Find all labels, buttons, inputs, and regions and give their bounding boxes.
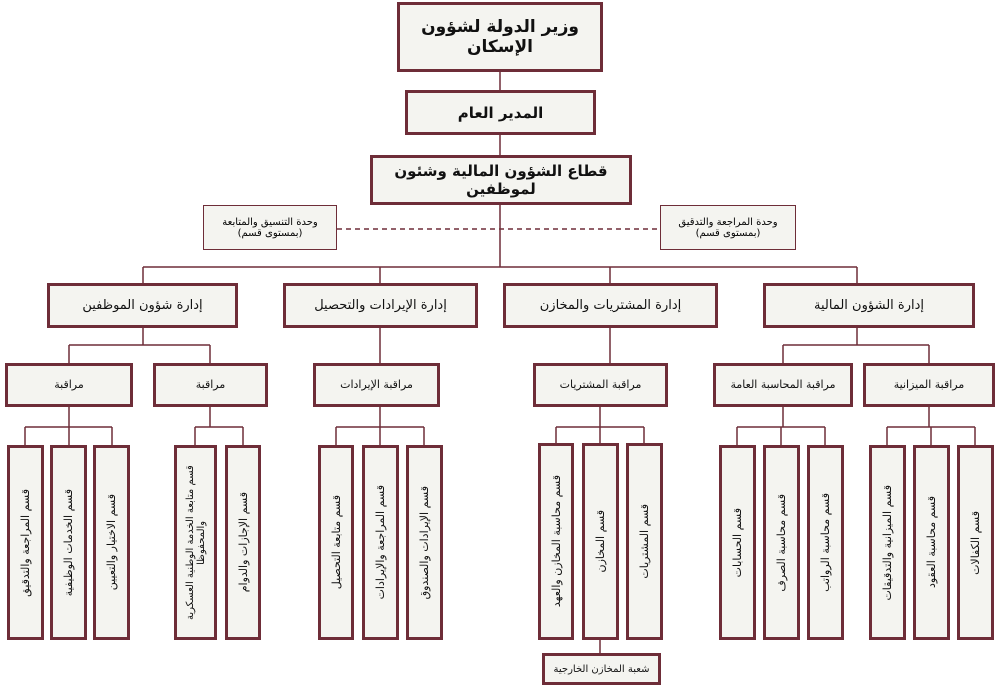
unit-name: وحدة المراجعة والتدقيق <box>678 216 778 228</box>
section-box: قسم الخدمات الوظيفية <box>50 445 87 640</box>
unit-note: (بمستوى قسم) <box>695 227 761 239</box>
section-label: قسم الحسابات <box>731 507 744 578</box>
unit-name: وحدة التنسيق والمتابعة <box>222 216 318 228</box>
section-box: قسم المراجعة والإيرادات <box>362 445 399 640</box>
section-label: قسم الإيرادات والصندوق <box>418 485 431 600</box>
section-label: قسم متابعة التحصيل <box>329 495 343 590</box>
section-box: قسم المخازن <box>582 443 619 640</box>
control-label: مراقبة الإيرادات <box>340 377 413 391</box>
section-label: قسم الميزانية والتدقيقات <box>881 484 894 601</box>
department-box: إدارة الشؤون المالية <box>763 283 975 328</box>
department-label: إدارة الشؤون المالية <box>814 298 924 313</box>
section-label: قسم المخازن <box>594 510 607 573</box>
control-label: مراقبة <box>195 377 226 391</box>
unit-note: (بمستوى قسم) <box>237 227 303 239</box>
director-label: المدير العام <box>457 103 544 122</box>
unit-coordination: وحدة التنسيق والمتابعة(بمستوى قسم) <box>203 205 337 250</box>
control-box: مراقبة المحاسبة العامة <box>713 363 853 407</box>
section-label: قسم متابعة الخدمة الوطنية العسكرية والمح… <box>184 465 207 620</box>
branch-box: شعبة المخازن الخارجية <box>542 653 661 685</box>
section-box: قسم الميزانية والتدقيقات <box>869 445 906 640</box>
section-label: قسم محاسبة العقود <box>925 496 938 589</box>
minister-label: وزير الدولة لشؤون الإسكان <box>421 17 579 57</box>
department-box: إدارة الإيرادات والتحصيل <box>283 283 478 328</box>
director-box: المدير العام <box>405 90 596 135</box>
section-label: قسم الإجازات والدوام <box>236 492 250 593</box>
section-label: قسم محاسبة المخازن والعهد <box>549 475 563 608</box>
department-label: إدارة المشتريات والمخازن <box>539 298 682 313</box>
section-box: قسم المراجعة والتدقيق <box>7 445 44 640</box>
section-box: قسم محاسبة الرواتب <box>807 445 844 640</box>
section-box: قسم المشتريات <box>626 443 663 640</box>
department-label: إدارة شؤون الموظفين <box>82 298 203 313</box>
unit-audit: وحدة المراجعة والتدقيق(بمستوى قسم) <box>660 205 796 250</box>
minister-box: وزير الدولة لشؤون الإسكان <box>397 2 603 72</box>
section-box: قسم متابعة الخدمة الوطنية العسكرية والمح… <box>174 445 217 640</box>
section-box: قسم الحسابات <box>719 445 756 640</box>
control-box: مراقبة الميزانية <box>863 363 995 407</box>
control-box: مراقبة <box>5 363 133 407</box>
control-label: مراقبة <box>54 377 84 391</box>
section-label: قسم محاسبة الرواتب <box>819 493 832 592</box>
control-label: مراقبة الميزانية <box>893 377 965 391</box>
section-label: قسم المراجعة والتدقيق <box>19 488 32 597</box>
section-box: قسم الاختيار والتعيين <box>93 445 130 640</box>
control-label: مراقبة المحاسبة العامة <box>730 377 836 391</box>
section-label: قسم الكفالات <box>969 510 982 575</box>
section-label: قسم الخدمات الوظيفية <box>62 488 75 597</box>
control-label: مراقبة المشتريات <box>559 377 642 391</box>
sector-box: قطاع الشؤون المالية وشئون لموظفين <box>370 155 632 205</box>
control-box: مراقبة المشتريات <box>533 363 668 407</box>
section-label: قسم الاختيار والتعيين <box>105 494 118 591</box>
section-label: قسم المشتريات <box>638 504 651 579</box>
branch-label: شعبة المخازن الخارجية <box>553 663 650 675</box>
control-box: مراقبة <box>153 363 268 407</box>
department-label: إدارة الإيرادات والتحصيل <box>314 298 447 313</box>
sector-label: قطاع الشؤون المالية وشئون لموظفين <box>394 162 608 198</box>
department-box: إدارة المشتريات والمخازن <box>503 283 718 328</box>
section-box: قسم الكفالات <box>957 445 994 640</box>
section-box: قسم محاسبة الصرف <box>763 445 800 640</box>
section-box: قسم محاسبة العقود <box>913 445 950 640</box>
section-box: قسم محاسبة المخازن والعهد <box>538 443 574 640</box>
section-box: قسم الإجازات والدوام <box>225 445 261 640</box>
section-box: قسم متابعة التحصيل <box>318 445 354 640</box>
section-label: قسم المراجعة والإيرادات <box>374 485 387 600</box>
department-box: إدارة شؤون الموظفين <box>47 283 238 328</box>
section-box: قسم الإيرادات والصندوق <box>406 445 443 640</box>
control-box: مراقبة الإيرادات <box>313 363 440 407</box>
section-label: قسم محاسبة الصرف <box>775 493 788 592</box>
